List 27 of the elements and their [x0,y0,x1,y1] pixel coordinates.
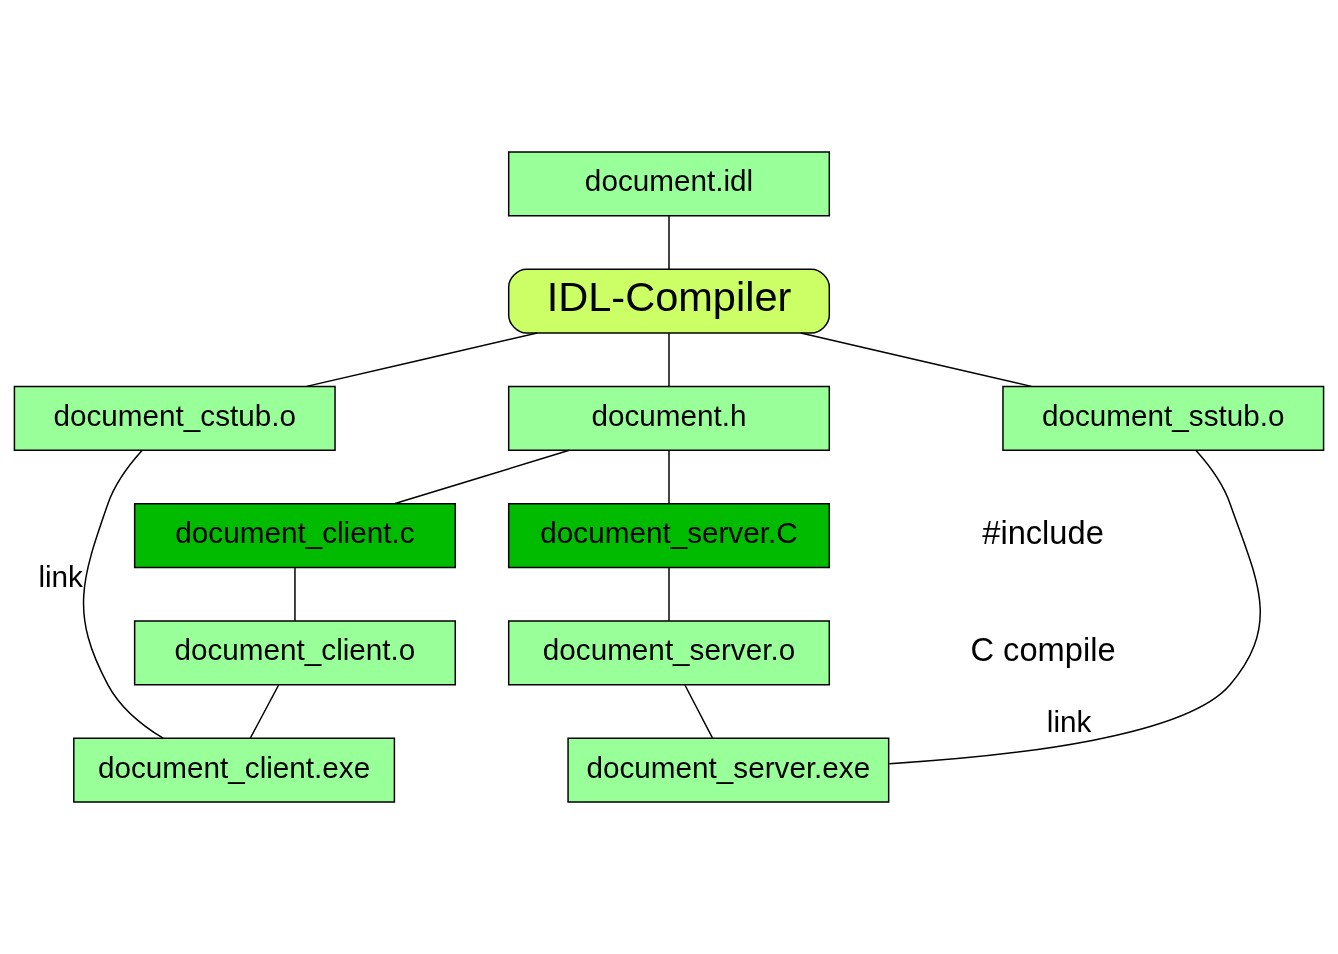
connector [668,215,670,270]
connector [305,332,538,388]
node-box: document_server.C [507,503,831,569]
connector [82,449,164,739]
connector [888,449,1261,765]
node-box: document_client.c [133,503,456,569]
edge-label: link [38,560,83,594]
connector [394,449,570,505]
node-box: document.idl [507,151,831,217]
node-box: document_client.o [133,620,456,686]
node-box: document_server.exe [567,737,890,803]
node-box: document_cstub.o [13,385,336,451]
connector [249,684,280,739]
node-box: document_client.exe [73,737,396,803]
edge-label: link [1046,704,1092,738]
label: #include [982,513,1104,551]
connector [294,567,296,622]
node-box: IDL-Compiler [507,268,831,334]
connector [800,332,1033,388]
connector [684,684,714,739]
connector [668,449,670,505]
label: C compile [970,631,1116,669]
connector [668,567,670,622]
node-box: document.h [507,385,831,451]
connector [668,332,670,387]
node-box: document_server.o [507,620,831,686]
node-box: document_sstub.o [1002,385,1325,451]
